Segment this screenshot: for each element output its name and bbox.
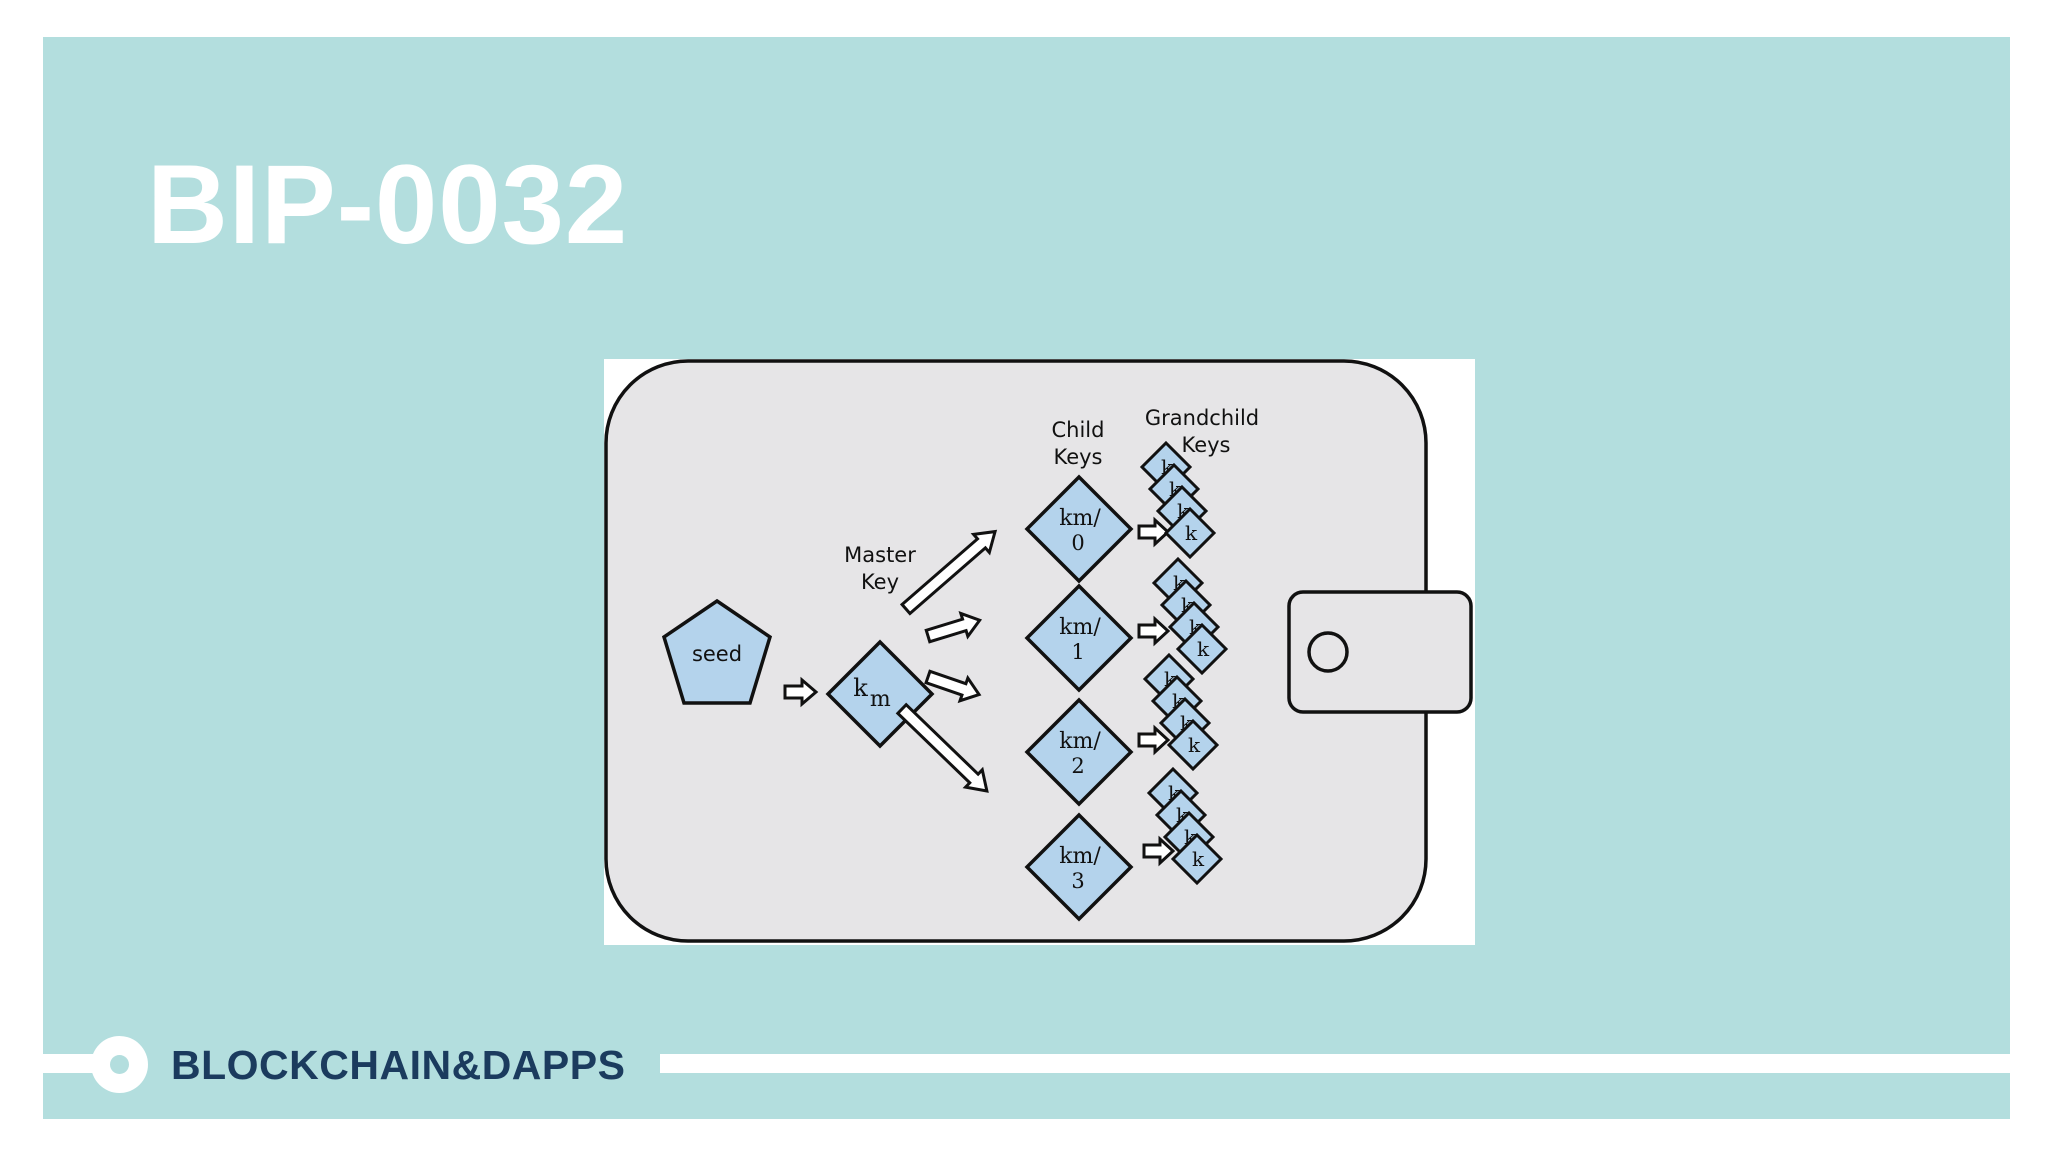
grandchild-key-diamond	[1166, 718, 1220, 772]
child-key-label-0-line2: 0	[1071, 531, 1084, 555]
footer-ring-icon	[91, 1036, 148, 1093]
grandchild-key-diamond	[1163, 506, 1217, 560]
arrow-master-to-child-0	[899, 529, 998, 616]
grandchild-keys-heading-line2: Keys	[1181, 433, 1230, 457]
grandchild-key-label: k	[1197, 637, 1210, 661]
master-key-sub: m	[870, 687, 891, 712]
child-key-label-3-line2: 3	[1071, 869, 1084, 893]
master-key-label: km	[853, 674, 891, 712]
grandchild-key-diamond	[1175, 622, 1229, 676]
wallet-clasp	[1287, 590, 1473, 714]
arrow-child-3-to-grandchildren	[1142, 835, 1176, 867]
footer-line-right	[660, 1054, 2010, 1073]
child-key-diamond-3	[1024, 812, 1134, 922]
arrow-child-0-to-grandchildren	[1137, 516, 1171, 548]
arrow-child-1-to-grandchildren	[1137, 615, 1171, 647]
child-key-label-1-line2: 1	[1071, 640, 1084, 664]
seed-label: seed	[692, 642, 742, 666]
child-key-label-2-line1: km/	[1059, 729, 1101, 754]
bip32-diagram: seed Master Key km	[604, 359, 1475, 945]
child-keys-heading-line1: Child	[1052, 418, 1105, 442]
master-key-heading-line1: Master	[844, 543, 916, 567]
child-key-label-0-line1: km/	[1059, 506, 1101, 531]
slide: BIP-0032 seed Master Key	[43, 37, 2010, 1119]
seed-pentagon	[661, 598, 773, 705]
master-key-base: k	[853, 674, 868, 702]
master-key-heading-line2: Key	[861, 570, 899, 594]
arrow-master-to-child-1	[924, 610, 983, 644]
footer-ring-hole	[110, 1055, 129, 1074]
arrow-master-to-child-3	[895, 702, 989, 793]
child-key-label-1-line1: km/	[1059, 615, 1101, 640]
arrow-seed-to-master	[783, 676, 819, 708]
grandchild-key-label: k	[1185, 521, 1198, 545]
child-key-diamond-2	[1024, 697, 1134, 807]
slide-title: BIP-0032	[147, 142, 629, 267]
grandchild-key-label: k	[1192, 847, 1205, 871]
child-key-label-2-line2: 2	[1071, 754, 1084, 778]
grandchild-key-diamond	[1170, 832, 1224, 886]
arrow-master-to-child-2	[924, 669, 982, 704]
child-key-diamond-1	[1024, 583, 1134, 693]
wallet-clasp-button	[1307, 631, 1349, 673]
brand-name: BLOCKCHAIN&DAPPS	[171, 1042, 626, 1088]
child-key-diamond-0	[1024, 474, 1134, 584]
grandchild-key-label: k	[1188, 733, 1201, 757]
child-key-label-3-line1: km/	[1059, 844, 1101, 869]
arrow-child-2-to-grandchildren	[1137, 724, 1171, 756]
bip32-diagram-svg: seed Master Key km	[604, 359, 1473, 943]
child-keys-heading-line2: Keys	[1053, 445, 1102, 469]
grandchild-keys-heading-line1: Grandchild	[1145, 406, 1259, 430]
